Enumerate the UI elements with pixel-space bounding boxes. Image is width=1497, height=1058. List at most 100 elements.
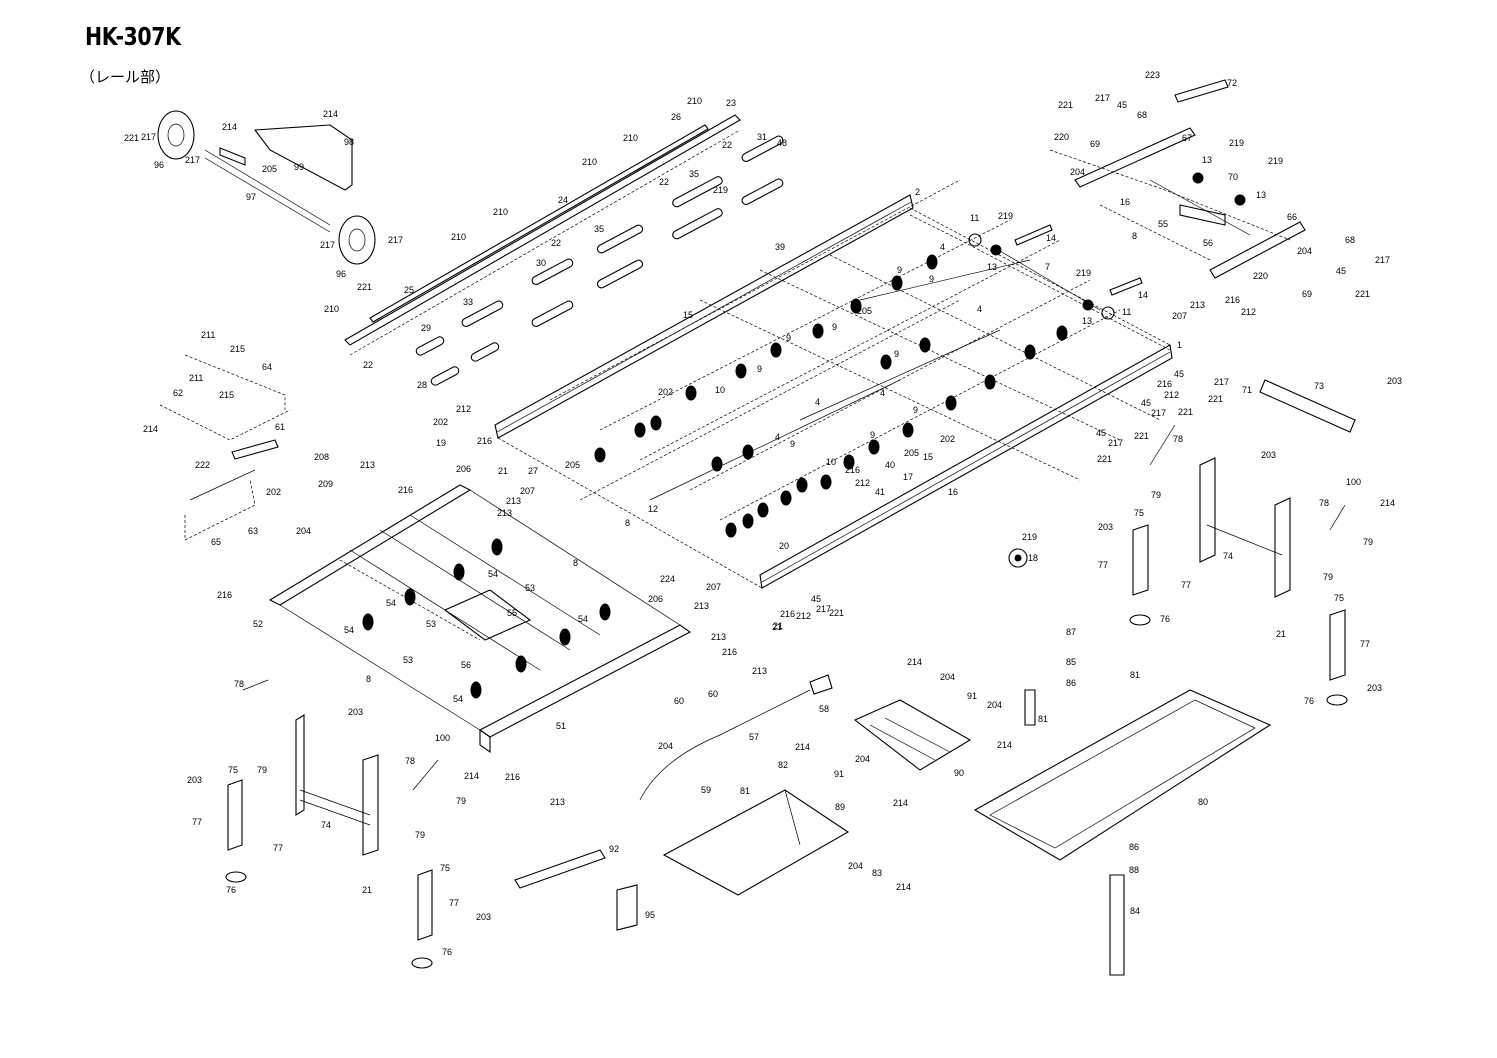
part-callout-71: 71 bbox=[1242, 385, 1252, 395]
part-callout-79: 79 bbox=[1323, 572, 1333, 582]
part-callout-217: 217 bbox=[1151, 408, 1166, 418]
part-callout-217: 217 bbox=[185, 155, 200, 165]
part-callout-210: 210 bbox=[582, 157, 597, 167]
part-callout-79: 79 bbox=[1151, 490, 1161, 500]
part-callout-68: 68 bbox=[1345, 235, 1355, 245]
part-callout-54: 54 bbox=[453, 694, 463, 704]
part-callout-58: 58 bbox=[819, 704, 829, 714]
part-callout-92: 92 bbox=[609, 844, 619, 854]
part-callout-203: 203 bbox=[1261, 450, 1276, 460]
part-callout-76: 76 bbox=[1160, 614, 1170, 624]
part-callout-25: 25 bbox=[404, 285, 414, 295]
part-callout-219: 219 bbox=[998, 211, 1013, 221]
part-callout-214: 214 bbox=[222, 122, 237, 132]
part-callout-63: 63 bbox=[248, 526, 258, 536]
part-callout-79: 79 bbox=[456, 796, 466, 806]
part-callout-210: 210 bbox=[324, 304, 339, 314]
part-callout-215: 215 bbox=[230, 344, 245, 354]
part-callout-89: 89 bbox=[835, 802, 845, 812]
part-callout-29: 29 bbox=[421, 323, 431, 333]
part-callout-45: 45 bbox=[1141, 398, 1151, 408]
part-callout-90: 90 bbox=[954, 768, 964, 778]
part-callout-13: 13 bbox=[1256, 190, 1266, 200]
part-callout-81: 81 bbox=[740, 786, 750, 796]
part-callout-81: 81 bbox=[1130, 670, 1140, 680]
part-callout-22: 22 bbox=[659, 177, 669, 187]
part-callout-77: 77 bbox=[192, 817, 202, 827]
part-callout-9: 9 bbox=[832, 322, 837, 332]
part-callout-59: 59 bbox=[701, 785, 711, 795]
part-callout-19: 19 bbox=[436, 438, 446, 448]
part-callout-210: 210 bbox=[687, 96, 702, 106]
part-callout-220: 220 bbox=[1253, 271, 1268, 281]
part-callout-9: 9 bbox=[897, 265, 902, 275]
part-callout-214: 214 bbox=[997, 740, 1012, 750]
part-callout-15: 15 bbox=[923, 452, 933, 462]
part-callout-204: 204 bbox=[855, 754, 870, 764]
part-callout-214: 214 bbox=[464, 771, 479, 781]
page-title: HK-307K bbox=[85, 22, 181, 51]
part-callout-205: 205 bbox=[857, 306, 872, 316]
part-callout-217: 217 bbox=[1375, 255, 1390, 265]
part-callout-204: 204 bbox=[940, 672, 955, 682]
part-callout-17: 17 bbox=[903, 472, 913, 482]
part-callout-64: 64 bbox=[262, 362, 272, 372]
part-callout-213: 213 bbox=[694, 601, 709, 611]
part-callout-1: 1 bbox=[1177, 340, 1182, 350]
part-callout-77: 77 bbox=[273, 843, 283, 853]
part-callout-69: 69 bbox=[1090, 139, 1100, 149]
part-callout-217: 217 bbox=[1214, 377, 1229, 387]
part-callout-217: 217 bbox=[388, 235, 403, 245]
part-callout-80: 80 bbox=[1198, 797, 1208, 807]
part-callout-221: 221 bbox=[357, 282, 372, 292]
part-callout-216: 216 bbox=[477, 436, 492, 446]
part-callout-217: 217 bbox=[1108, 438, 1123, 448]
part-callout-221: 221 bbox=[1355, 289, 1370, 299]
part-callout-81: 81 bbox=[1038, 714, 1048, 724]
part-callout-14: 14 bbox=[1138, 290, 1148, 300]
part-callout-78: 78 bbox=[234, 679, 244, 689]
part-callout-213: 213 bbox=[360, 460, 375, 470]
part-callout-79: 79 bbox=[1363, 537, 1373, 547]
part-callout-212: 212 bbox=[1164, 390, 1179, 400]
part-callout-88: 88 bbox=[1129, 865, 1139, 875]
part-callout-28: 28 bbox=[417, 380, 427, 390]
part-callout-51: 51 bbox=[556, 721, 566, 731]
part-callout-79: 79 bbox=[257, 765, 267, 775]
part-callout-84: 84 bbox=[1130, 906, 1140, 916]
part-callout-214: 214 bbox=[893, 798, 908, 808]
part-callout-70: 70 bbox=[1228, 172, 1238, 182]
part-callout-9: 9 bbox=[870, 430, 875, 440]
part-callout-45: 45 bbox=[1117, 100, 1127, 110]
part-callout-74: 74 bbox=[1223, 551, 1233, 561]
part-callout-85: 85 bbox=[1066, 657, 1076, 667]
part-callout-4: 4 bbox=[940, 242, 945, 252]
part-callout-202: 202 bbox=[658, 387, 673, 397]
part-callout-217: 217 bbox=[1095, 93, 1110, 103]
part-callout-78: 78 bbox=[405, 756, 415, 766]
part-callout-9: 9 bbox=[894, 349, 899, 359]
part-callout-203: 203 bbox=[187, 775, 202, 785]
part-callout-213: 213 bbox=[752, 666, 767, 676]
part-callout-214: 214 bbox=[1380, 498, 1395, 508]
part-callout-41: 41 bbox=[875, 487, 885, 497]
part-callout-217: 217 bbox=[816, 604, 831, 614]
part-callout-207: 207 bbox=[706, 582, 721, 592]
part-callout-205: 205 bbox=[565, 460, 580, 470]
part-callout-54: 54 bbox=[578, 614, 588, 624]
part-callout-204: 204 bbox=[1070, 167, 1085, 177]
part-callout-8: 8 bbox=[366, 674, 371, 684]
part-callout-11: 11 bbox=[970, 213, 979, 223]
part-callout-220: 220 bbox=[1054, 132, 1069, 142]
part-callout-9: 9 bbox=[913, 405, 918, 415]
part-callout-216: 216 bbox=[780, 609, 795, 619]
part-callout-56: 56 bbox=[461, 660, 471, 670]
part-callout-13: 13 bbox=[987, 262, 997, 272]
part-callout-53: 53 bbox=[426, 619, 436, 629]
part-callout-206: 206 bbox=[648, 594, 663, 604]
part-callout-10: 10 bbox=[715, 385, 725, 395]
part-callout-203: 203 bbox=[476, 912, 491, 922]
part-callout-216: 216 bbox=[398, 485, 413, 495]
top-left-pulley-assembly bbox=[157, 110, 376, 265]
part-callout-20: 20 bbox=[779, 541, 789, 551]
